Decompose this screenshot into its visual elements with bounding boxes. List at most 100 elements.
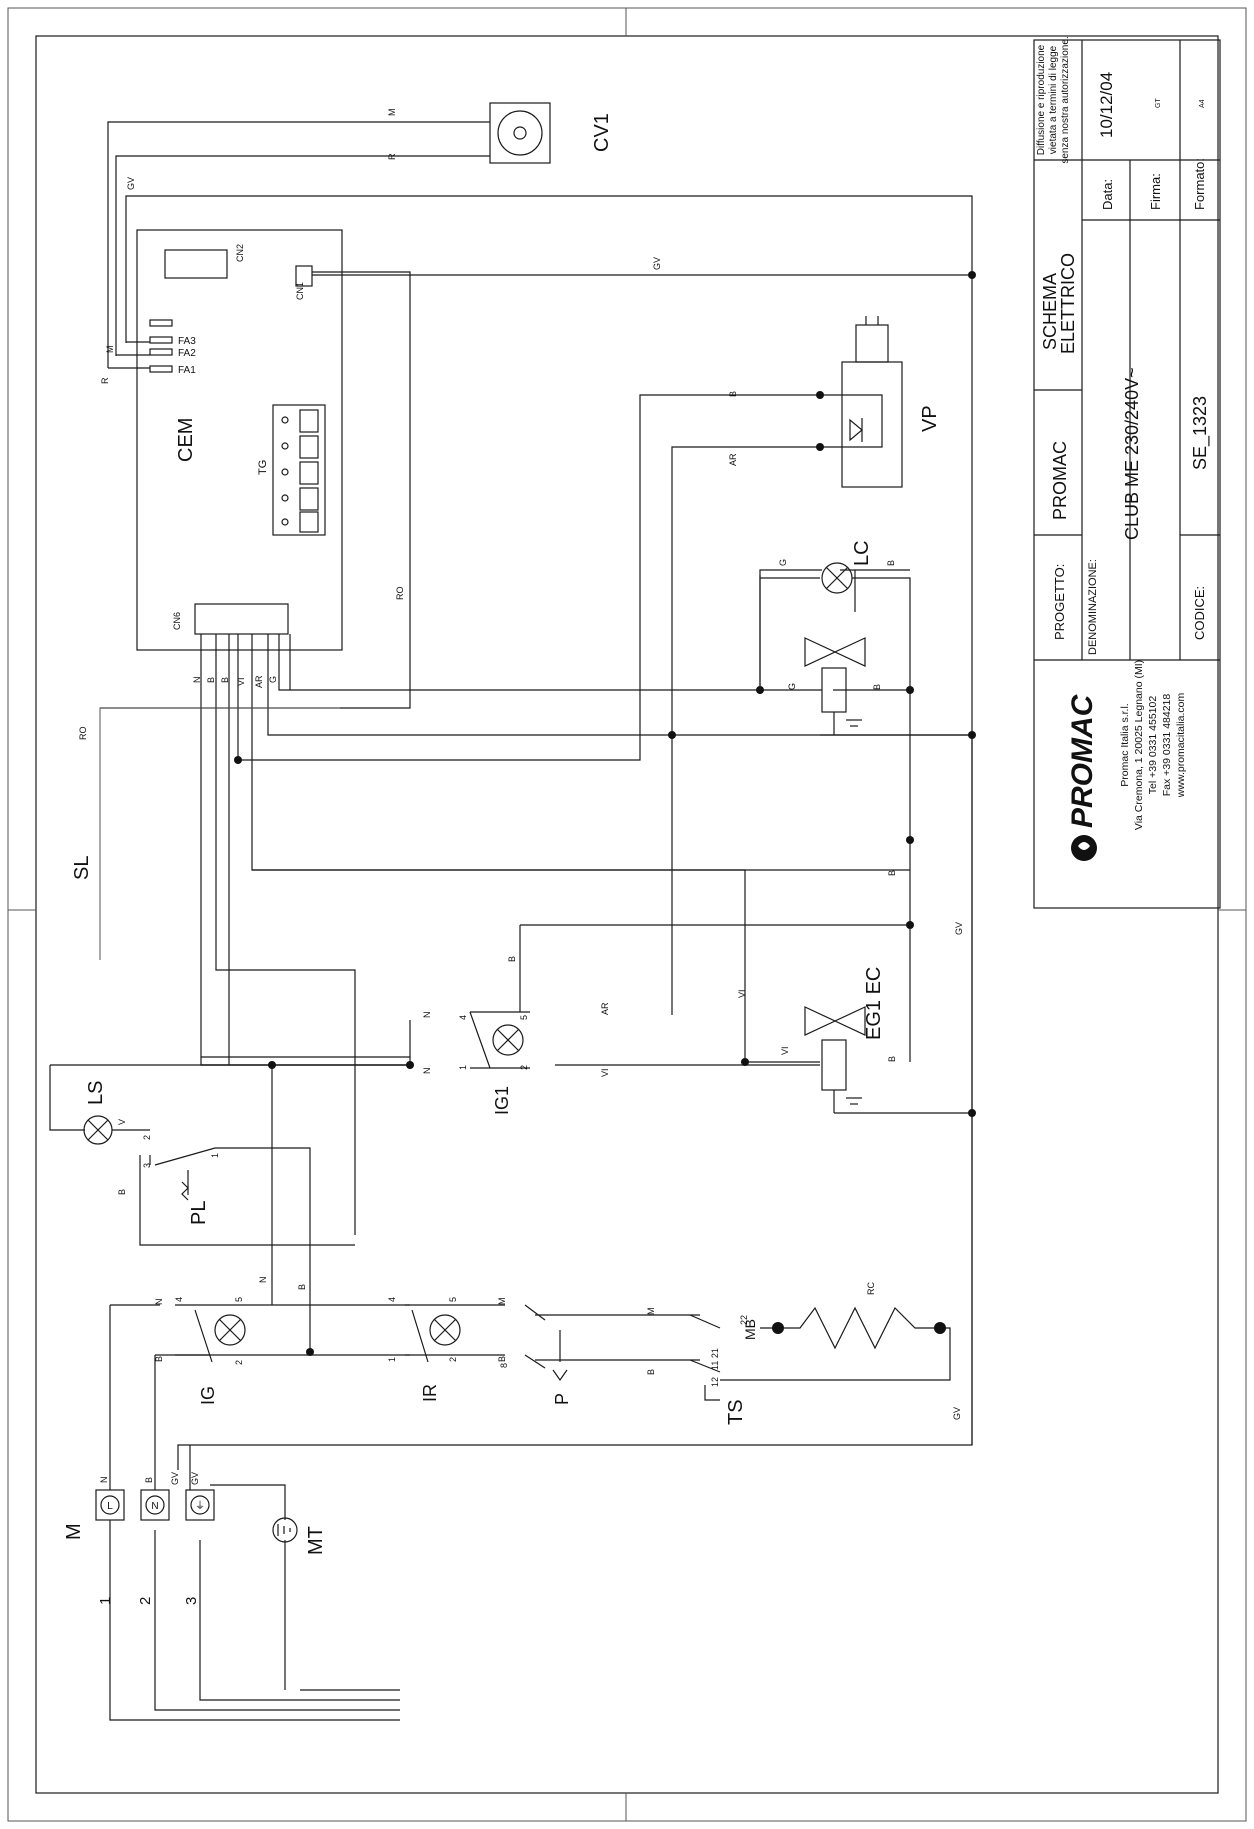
notice-line-3: senza nostra autorizzazione. [1060,36,1071,163]
ig-switch: IG [175,1304,250,1405]
ig1-terminal-4: 4 [458,1015,468,1020]
progetto-value: PROMAC [1050,441,1070,520]
wiring [49,121,973,1721]
pl-terminal-1: 1 [210,1153,220,1158]
wire-label-g-valve: G [787,683,797,690]
wire-label-gv-top: GV [126,177,136,190]
company-line-4: Fax +39 0331 484218 [1161,694,1173,797]
wire-label-vi-cn6: VI [236,677,246,686]
wire-label-r-cv1: R [387,153,397,160]
formato-value: A4 [1199,99,1206,108]
wire-label-n-cn6: N [192,677,202,684]
ig-terminal-4: 4 [174,1297,184,1302]
p-terminal-8: 8 [499,1363,509,1368]
ts-label: TS [725,1399,747,1425]
p-switch: P [524,1304,572,1405]
ig-terminal-2: 2 [234,1360,244,1365]
terminal-l [95,1489,125,1521]
terminal-numbers: 4 1 5 2 2 3 1 4 5 2 4 1 5 2 8 11 21 12 2… [142,1015,749,1387]
codice-label: CODICE: [1192,586,1207,640]
denominazione-value: CLUB ME 230/240V~ [1122,367,1142,540]
outer-border [7,7,1247,1822]
ts-mb-switch: TS MB [689,1314,758,1425]
ir-terminal-5: 5 [448,1297,458,1302]
notice-line-2: vietata a termini di legge [1048,45,1059,154]
wire-label-b-lc: B [886,560,896,566]
fa3-terminal [149,336,173,344]
rc-label: RC [866,1282,876,1295]
wire-label-b-vp: B [728,391,738,397]
cable-number-2: 2 [137,1597,154,1605]
cn6-connector [194,603,289,635]
wire-label-n-mid: N [258,1277,268,1284]
ir-terminal-4: 4 [387,1297,397,1302]
rc-resistor: RC [772,1282,946,1350]
fa1-label: FA1 [178,365,196,376]
wire-label-gv-cn1: GV [652,257,662,270]
wire-label-ar-cn6: AR [254,675,264,688]
cn1-label: CN1 [295,282,305,300]
pl-label: PL [188,1201,210,1225]
title-block: Diffusione e riproduzione vietata a term… [1033,36,1221,909]
wire-label-m-p: M [646,1308,656,1316]
fa-spare-terminal [149,319,173,327]
ig1-switch: IG1 [469,1011,530,1115]
cable-number-1: 1 [97,1597,114,1605]
ig1-terminal-5: 5 [519,1015,529,1020]
ig1-label: IG1 [492,1086,512,1115]
wire-label-gv-mains-1: GV [170,1472,180,1485]
wire-label-vi-ig1: VI [737,989,747,998]
denominazione-label: DENOMINAZIONE: [1087,559,1099,655]
p-label: P [552,1393,572,1405]
pl-switch: PL [149,1155,210,1225]
wire-label-v-ls: V [117,1119,127,1125]
ls-lamp: LS [83,1081,113,1145]
eg1-ec-label: EG1 EC [863,967,885,1040]
wire-label-n-ig: N [154,1299,164,1306]
wire-label-n-ig1: N [422,1012,432,1019]
wire-label-ar-vp: AR [728,453,738,466]
tg-label: TG [257,460,269,475]
wire-label-m-fa: M [105,346,115,354]
wire-label-b-valve: B [872,684,882,690]
ig1-terminal-1: 1 [458,1065,468,1070]
cn2-connector [164,249,228,279]
terminal-earth [185,1489,215,1521]
ls-label: LS [85,1081,107,1105]
company-line-2: Via Cremona, 1 20025 Legnano (MI) [1133,660,1145,830]
terminal-l-symbol: L [107,1501,113,1512]
wire-label-vi-ig1-low: VI [600,1068,610,1077]
sl-label: SL [71,856,93,880]
wire-label-g-lc: G [778,559,788,566]
wire-label-b-mains: B [144,1477,154,1483]
ts-terminal-11-21: 11 21 [710,1348,720,1370]
company-line-3: Tel +39 0331 455102 [1147,696,1159,795]
wire-label-r-fa: R [100,377,110,384]
wire-label-vi-eg1: VI [780,1046,790,1055]
ts-terminal-12: 12 [710,1377,720,1387]
data-value: 10/12/04 [1097,72,1116,138]
lc-lamp: LC [759,540,911,690]
wire-label-b2-cn6: B [220,677,230,683]
wire-label-n-ig1-low: N [422,1068,432,1075]
ig-label: IG [198,1386,218,1405]
m-label: M [63,1523,85,1540]
mb-label: MB [742,1319,758,1340]
inner-border [35,35,1219,1794]
vp-label: VP [919,405,941,432]
cn2-label: CN2 [235,244,245,262]
tg-connector [272,404,326,536]
schema-line-1: SCHEMA [1040,273,1060,350]
wire-label-b-ir: B [497,1356,507,1362]
terminal-n-symbol: N [151,1501,158,1512]
wire-label-b-mid: B [297,1284,307,1290]
m-terminal-block: L N ⏚ M 1 2 3 [63,1489,215,1605]
cable-number-3: 3 [183,1597,200,1605]
ir-terminal-1: 1 [387,1357,397,1362]
firma-value: GT [1155,98,1162,108]
notice-line-1: Diffusione e riproduzione [1036,44,1047,155]
pl-terminal-2: 2 [142,1135,152,1140]
wire-labels: M R GV M R GV RO RO N B B VI AR G B AR G… [78,109,964,1486]
wire-label-gv-mains-2: GV [190,1472,200,1485]
